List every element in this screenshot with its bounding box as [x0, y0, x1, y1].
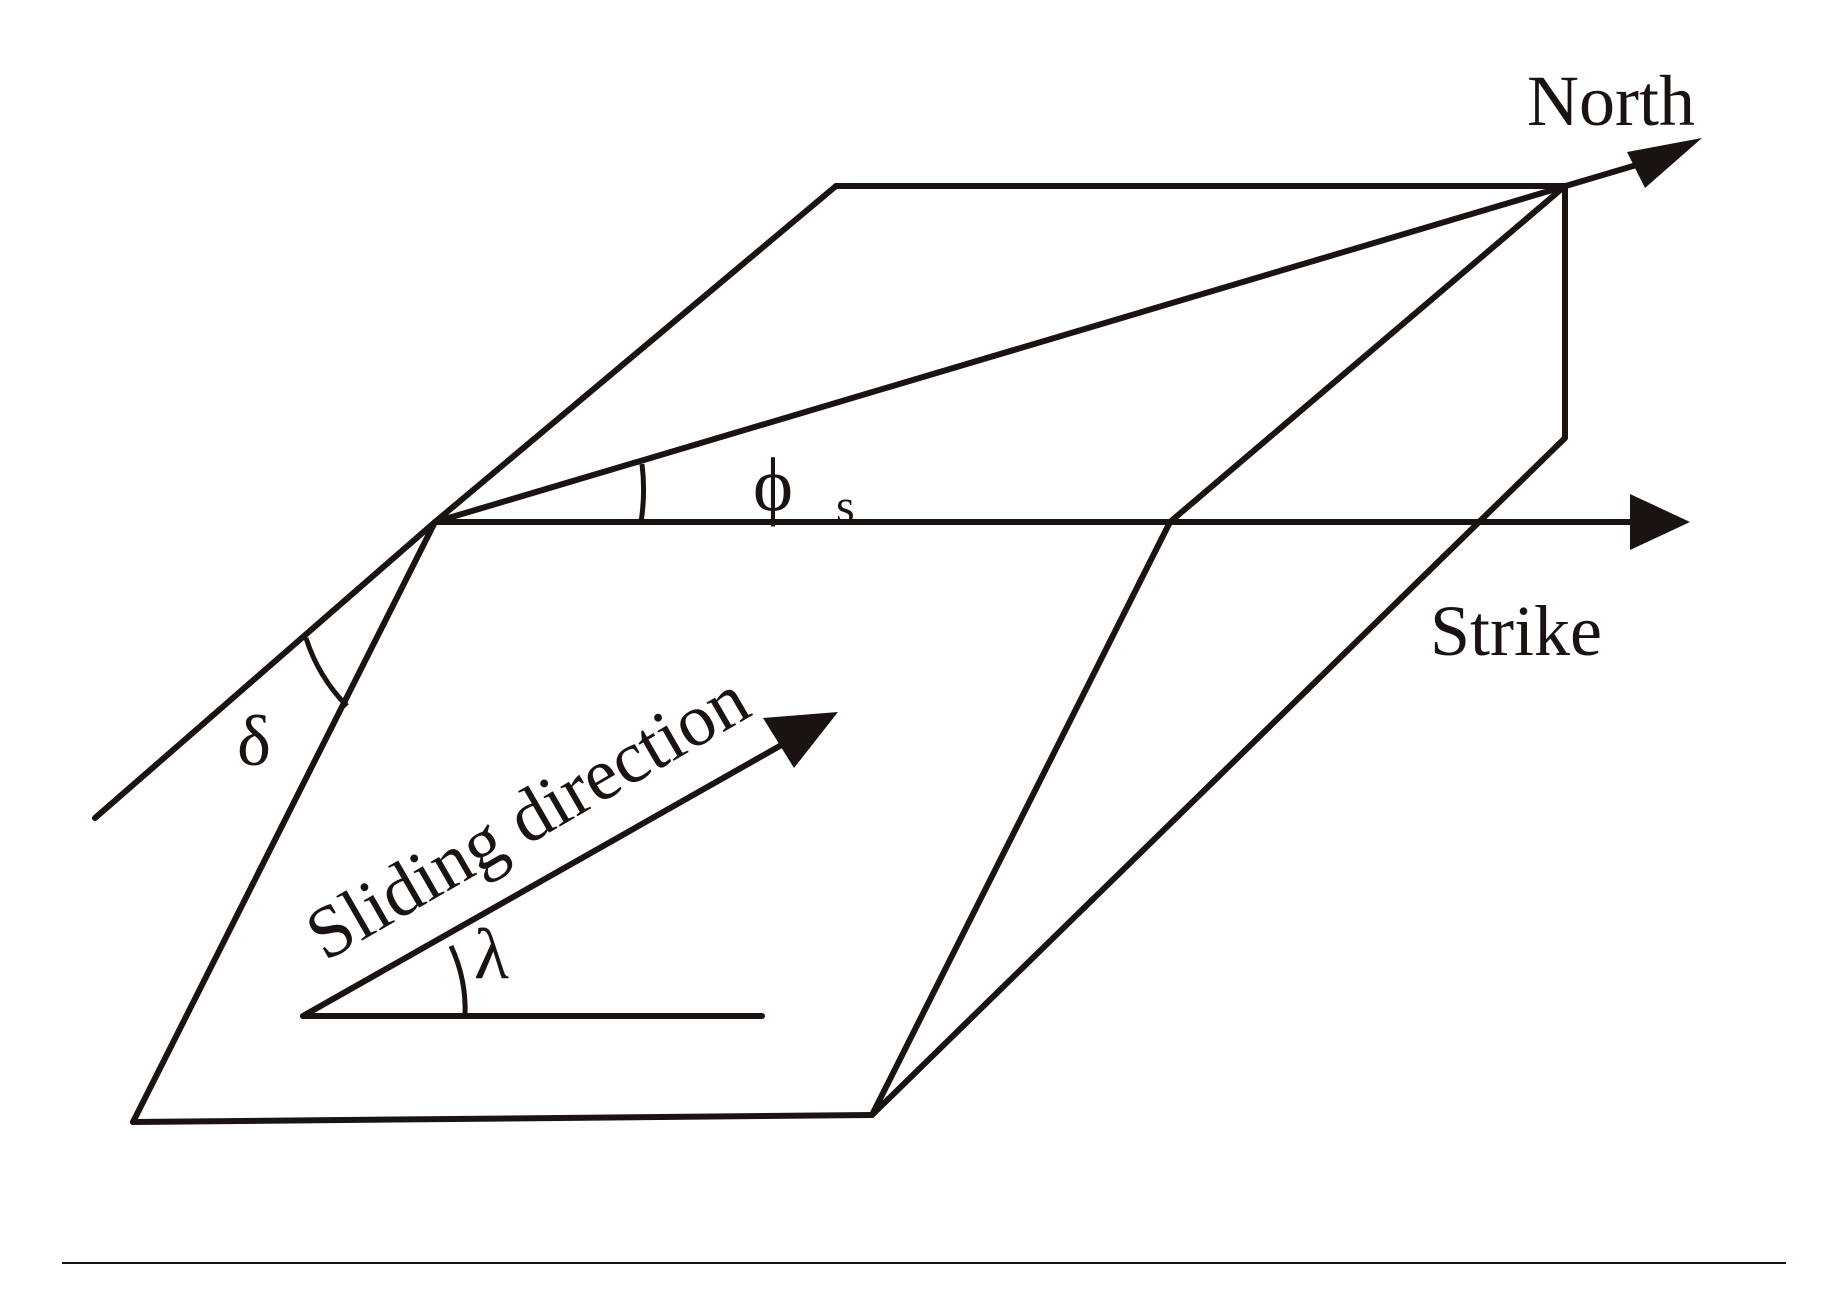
phi-subscript-label: s [836, 480, 855, 533]
sliding-direction-label: Sliding direction [293, 658, 763, 977]
north-arrowhead [1627, 138, 1702, 188]
north-label: North [1527, 61, 1695, 141]
strike-arrowhead [1630, 494, 1690, 550]
delta-angle-arc [303, 637, 349, 708]
dip-reference-line [92, 519, 438, 821]
block-front-diagonal-edge [869, 435, 1568, 1118]
fault-plane-right-edge [869, 519, 1173, 1118]
delta-label: δ [237, 701, 271, 781]
lambda-label: λ [474, 914, 509, 994]
upper-plane-right-edge [1167, 183, 1568, 525]
upper-plane-left-edge [432, 183, 839, 525]
phi-angle-arc [638, 463, 647, 523]
fault-plane-bottom-edge [130, 1112, 875, 1125]
lambda-angle-arc [448, 944, 468, 1017]
sliding-direction-arrowhead [763, 712, 838, 768]
fault-plane-left-edge [130, 519, 438, 1125]
north-line [432, 155, 1663, 525]
sliding-direction-arrow [300, 727, 811, 1019]
strike-label: Strike [1430, 591, 1602, 671]
phi-label: ϕ [753, 443, 793, 527]
